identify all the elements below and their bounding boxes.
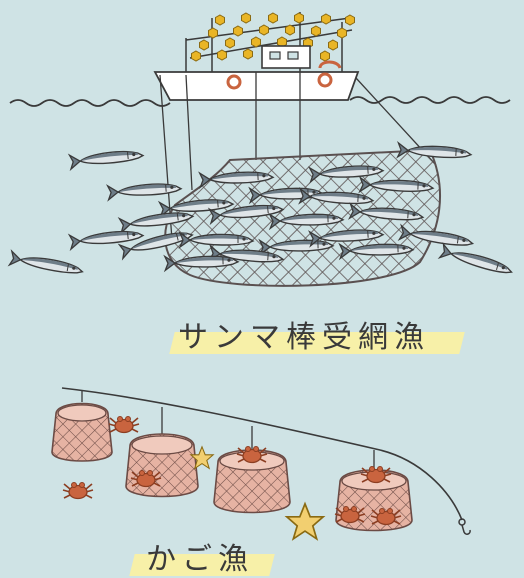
crab-pots (51, 390, 413, 532)
sea-surface (9, 96, 511, 107)
saury-fishing-scene (8, 12, 515, 287)
net-ropes (159, 72, 437, 241)
main-line (61, 387, 463, 521)
crab-caption: かご漁 (146, 542, 254, 577)
starfish (189, 445, 326, 541)
anchor-hook (458, 518, 471, 535)
saury-caption: サンマ棒受網漁 (178, 320, 430, 355)
crab-pot-scene (51, 387, 471, 541)
